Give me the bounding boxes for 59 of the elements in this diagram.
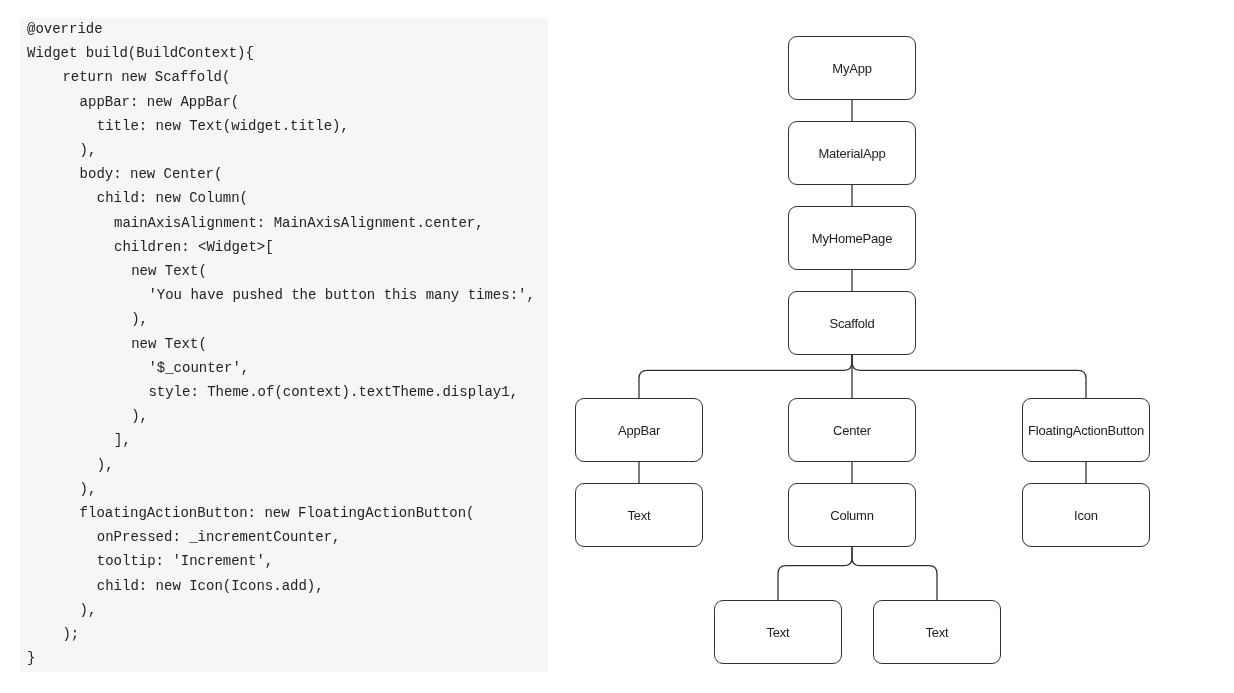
widget-box bbox=[575, 398, 703, 462]
code-line: ), bbox=[79, 600, 97, 619]
code-line: body: new Center( bbox=[79, 165, 223, 184]
connector-line bbox=[1085, 461, 1087, 484]
code-line: ); bbox=[62, 625, 80, 643]
widget-name: AppBar bbox=[617, 422, 661, 438]
code-line: tooltip: 'Increment', bbox=[96, 552, 274, 571]
widget-box bbox=[788, 291, 916, 355]
code-line: style: Theme.of(context).textTheme.display1, bbox=[148, 383, 519, 401]
widget-box bbox=[788, 206, 916, 270]
code-line: new Text( bbox=[131, 334, 207, 353]
widget-name: FloatingActionButton bbox=[1028, 422, 1144, 438]
widget-box bbox=[714, 600, 842, 664]
widget-box bbox=[1022, 398, 1150, 462]
widget-name: Scaffold bbox=[829, 315, 875, 331]
code-line: 'You have pushed the button this many times:', bbox=[148, 286, 535, 305]
widget-name: Column bbox=[830, 507, 874, 523]
code-line: children: <Widget>[ bbox=[114, 237, 274, 256]
connector-line bbox=[638, 461, 640, 484]
widget-name: Text bbox=[766, 624, 790, 640]
code-line: ), bbox=[79, 141, 97, 159]
widget-box bbox=[788, 121, 916, 185]
code-line: appBar: new AppBar( bbox=[79, 92, 240, 111]
widget-name: MyHomePage bbox=[811, 230, 893, 246]
widget-name: Text bbox=[925, 624, 949, 640]
code-line: return new Scaffold( bbox=[62, 68, 231, 87]
connector-line bbox=[851, 269, 853, 292]
widget-box bbox=[788, 36, 916, 100]
widget-name: Icon bbox=[1074, 507, 1098, 523]
code-line: title: new Text(widget.title), bbox=[96, 116, 349, 135]
code-line: ), bbox=[96, 455, 114, 474]
code-line: onPressed: _incrementCounter, bbox=[96, 528, 341, 547]
widget-box bbox=[788, 483, 916, 547]
code-line: child: new Column( bbox=[96, 189, 249, 208]
code-line: @override bbox=[27, 20, 103, 38]
code-line: Widget build(BuildContext){ bbox=[27, 44, 254, 63]
code-line: new Text( bbox=[131, 262, 207, 280]
code-line: ), bbox=[131, 310, 148, 329]
code-line: child: new Icon(Icons.add), bbox=[96, 576, 324, 595]
widget-box bbox=[1022, 483, 1150, 547]
code-line: floatingActionButton: new FloatingActionButton( bbox=[79, 504, 475, 522]
widget-box bbox=[873, 600, 1001, 664]
widget-name: Text bbox=[627, 507, 651, 523]
widget-box bbox=[788, 398, 916, 462]
connector-line bbox=[851, 546, 938, 601]
connector-line bbox=[851, 184, 853, 207]
widget-name: Center bbox=[833, 422, 871, 438]
code-line: ), bbox=[131, 407, 148, 426]
widget-name: MaterialApp bbox=[818, 145, 886, 161]
code-line: ], bbox=[114, 431, 131, 450]
code-line: mainAxisAlignment: MainAxisAlignment.center, bbox=[114, 213, 484, 232]
connector-line bbox=[851, 354, 1087, 399]
connector-line bbox=[851, 99, 853, 122]
widget-box bbox=[575, 483, 703, 547]
code-line: } bbox=[27, 649, 36, 668]
code-line: ), bbox=[79, 479, 97, 498]
code-line: '$_counter', bbox=[148, 358, 250, 377]
connector-line bbox=[851, 461, 853, 484]
widget-name: MyApp bbox=[832, 60, 872, 76]
